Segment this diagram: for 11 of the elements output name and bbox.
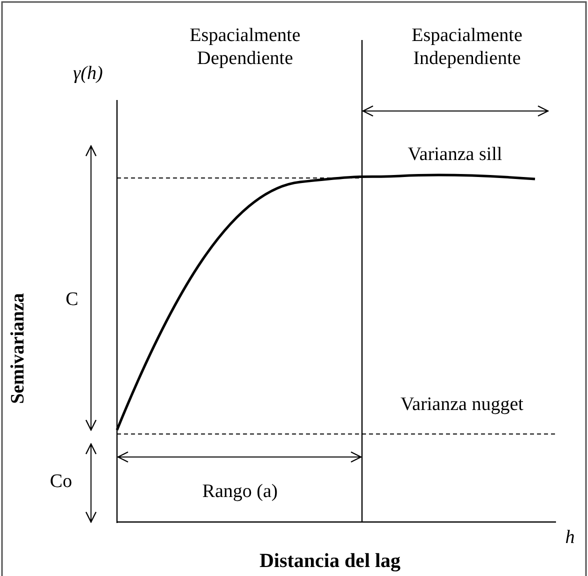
region-label: Espacialmente Dependiente (188, 24, 302, 70)
axis-title: Distancia del lag (258, 550, 402, 573)
axis-title: Semivarianza (6, 292, 30, 406)
axis-label: h (564, 526, 576, 549)
axis-label: γ(h) (72, 62, 104, 85)
dimension-label: C (64, 288, 80, 311)
dimension-label: Rango (a) (201, 480, 279, 503)
region-label: Espacialmente Independiente (410, 24, 524, 70)
curve-label: Varianza nugget (400, 393, 524, 416)
dimension-label: Co (48, 470, 74, 493)
curve-label: Varianza sill (406, 143, 504, 166)
